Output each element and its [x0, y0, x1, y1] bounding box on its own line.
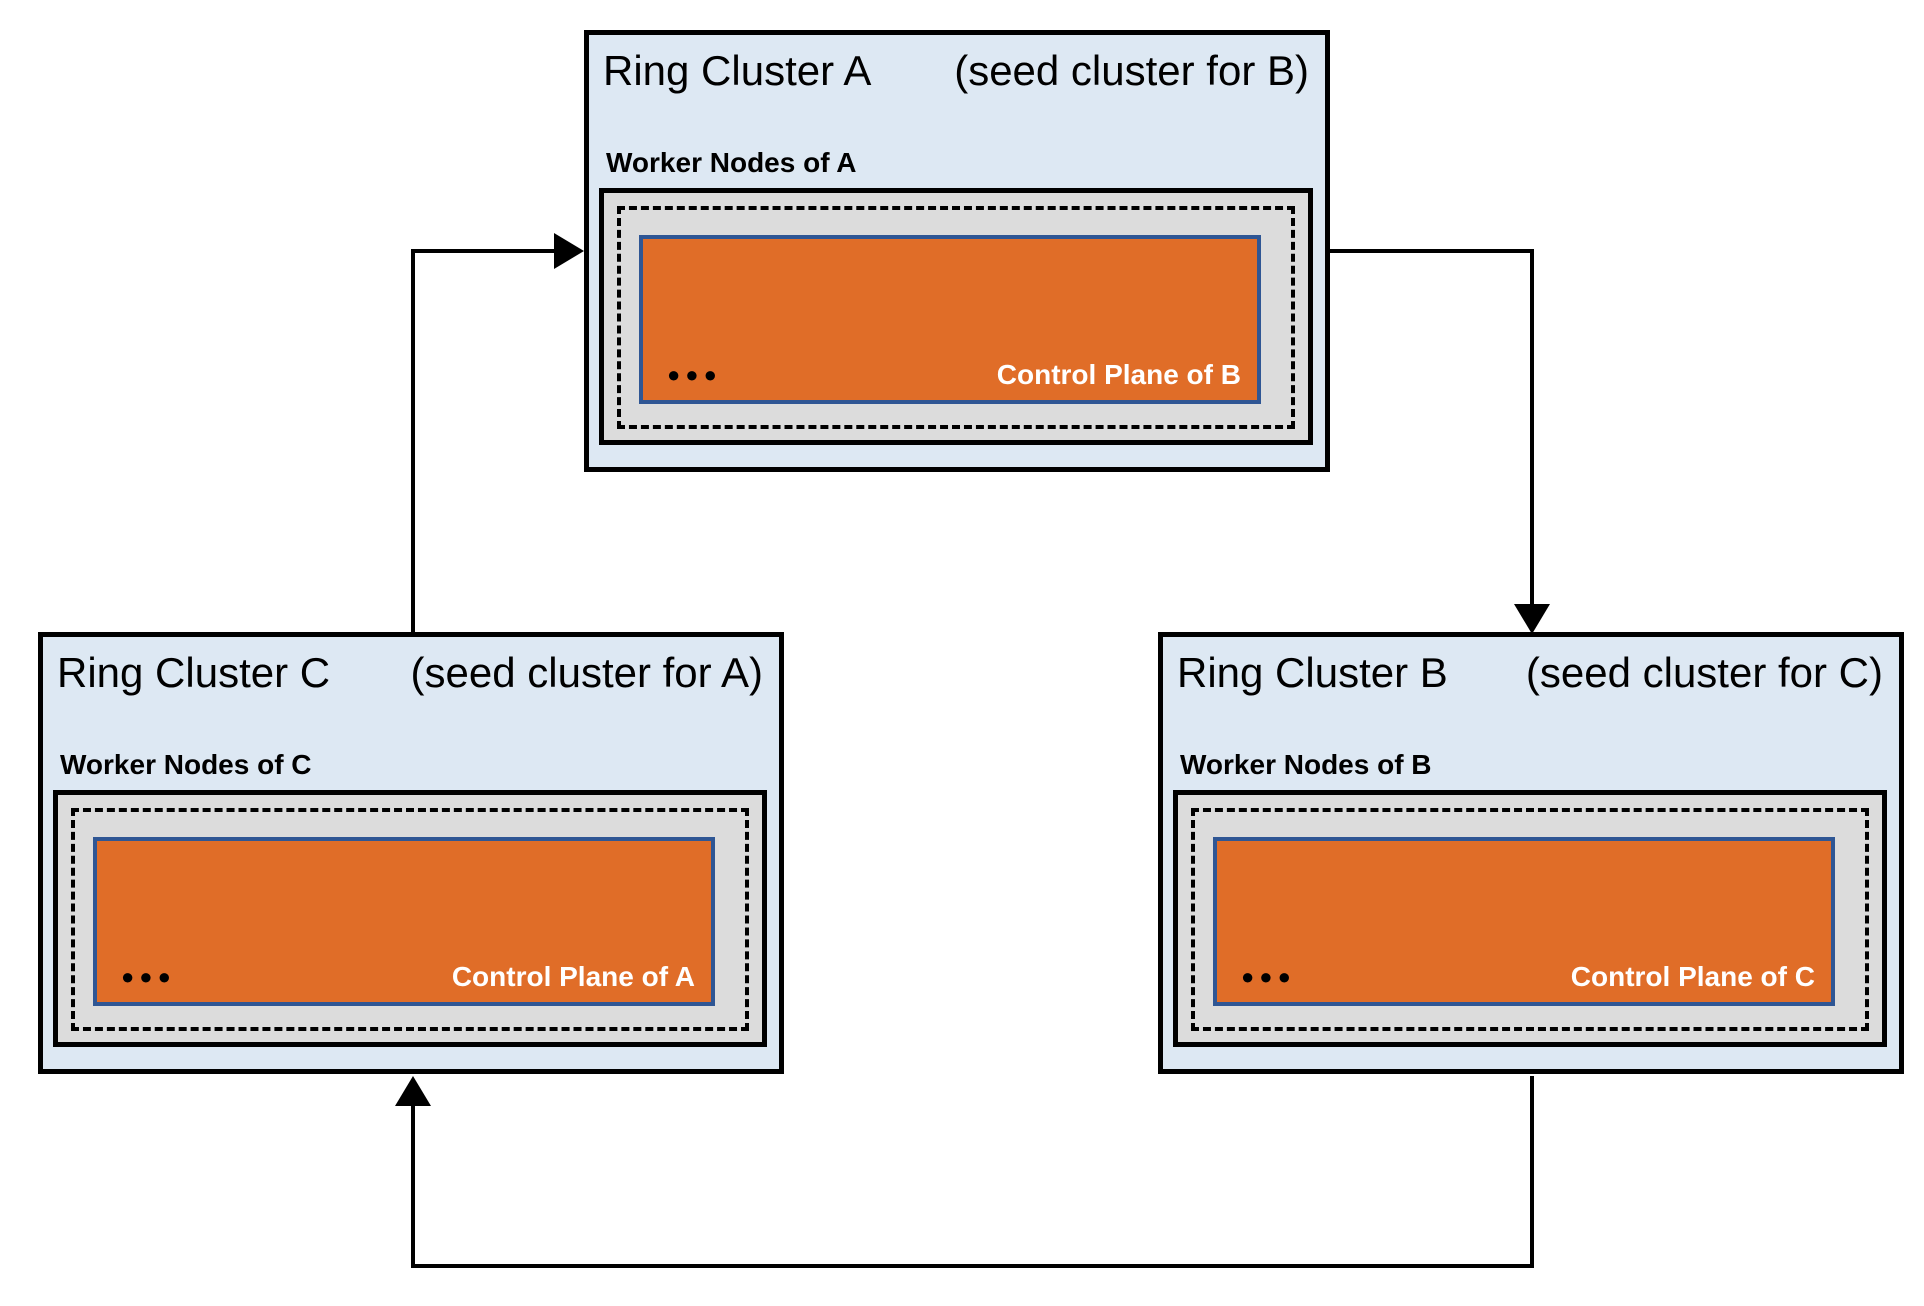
cluster-c-nodes-dashed-outline: ●●● Control Plane of A — [71, 808, 749, 1031]
cluster-c-ellipsis-dots: ●●● — [121, 964, 176, 989]
cluster-c-control-plane-label: Control Plane of A — [451, 961, 695, 992]
cluster-a-control-plane-row: ●●● Control Plane of B — [667, 359, 1241, 391]
cluster-b-control-plane-label: Control Plane of C — [1570, 961, 1815, 992]
arrow-c-to-a-arrowhead-icon — [554, 233, 584, 269]
cluster-a-title: Ring Cluster A — [603, 47, 872, 94]
cluster-b-control-plane-row: ●●● Control Plane of C — [1241, 961, 1815, 993]
arrow-a-to-b-horizontal-line — [1330, 249, 1534, 253]
cluster-b-ellipsis-dots: ●●● — [1241, 964, 1296, 989]
cluster-b-seed-note: (seed cluster for C) — [1525, 649, 1883, 696]
ring-cluster-c-box: Ring Cluster C (seed cluster for A) Work… — [38, 632, 784, 1074]
cluster-b-control-plane-box: ●●● Control Plane of C — [1213, 837, 1835, 1006]
cluster-a-control-plane-box: ●●● Control Plane of B — [639, 235, 1261, 404]
arrow-b-to-c-arrowhead-icon — [395, 1076, 431, 1106]
cluster-a-worker-nodes-label: Worker Nodes of A — [606, 147, 857, 178]
cluster-c-title-row: Ring Cluster C (seed cluster for A) — [57, 649, 763, 697]
cluster-a-worker-nodes-box: ●●● Control Plane of B — [599, 188, 1313, 445]
cluster-c-control-plane-row: ●●● Control Plane of A — [121, 961, 695, 993]
arrow-c-to-a-vertical-line — [411, 251, 415, 632]
cluster-c-control-plane-box: ●●● Control Plane of A — [93, 837, 715, 1006]
cluster-b-worker-nodes-label: Worker Nodes of B — [1180, 749, 1432, 780]
cluster-a-nodes-dashed-outline: ●●● Control Plane of B — [617, 206, 1295, 429]
arrow-c-to-a-horizontal-line — [411, 249, 558, 253]
arrow-a-to-b-arrowhead-icon — [1514, 604, 1550, 634]
ring-cluster-b-box: Ring Cluster B (seed cluster for C) Work… — [1158, 632, 1904, 1074]
cluster-c-title: Ring Cluster C — [57, 649, 331, 696]
cluster-a-ellipsis-dots: ●●● — [667, 362, 722, 387]
cluster-c-worker-nodes-label: Worker Nodes of C — [60, 749, 312, 780]
cluster-b-title-row: Ring Cluster B (seed cluster for C) — [1177, 649, 1883, 697]
ring-cluster-a-box: Ring Cluster A (seed cluster for B) Work… — [584, 30, 1330, 472]
arrow-b-to-c-down-line — [1530, 1076, 1534, 1268]
arrow-a-to-b-vertical-line — [1530, 249, 1534, 606]
cluster-a-title-row: Ring Cluster A (seed cluster for B) — [603, 47, 1309, 95]
cluster-a-control-plane-label: Control Plane of B — [996, 359, 1241, 390]
cluster-c-seed-note: (seed cluster for A) — [410, 649, 763, 696]
cluster-b-worker-nodes-box: ●●● Control Plane of C — [1173, 790, 1887, 1047]
cluster-a-seed-note: (seed cluster for B) — [954, 47, 1309, 94]
arrow-b-to-c-up-line — [411, 1102, 415, 1268]
arrow-b-to-c-bottom-line — [411, 1264, 1534, 1268]
cluster-c-worker-nodes-box: ●●● Control Plane of A — [53, 790, 767, 1047]
cluster-b-nodes-dashed-outline: ●●● Control Plane of C — [1191, 808, 1869, 1031]
cluster-b-title: Ring Cluster B — [1177, 649, 1448, 696]
